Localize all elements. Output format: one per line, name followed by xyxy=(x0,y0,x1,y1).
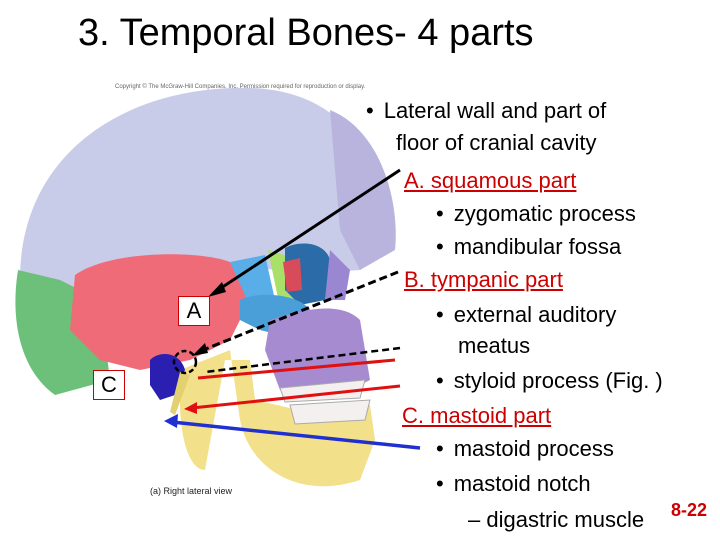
bullet-intro-text: Lateral wall and part of xyxy=(383,98,607,123)
arrow-to-squamous xyxy=(214,168,401,294)
arrow-to-styloid-red xyxy=(197,358,396,380)
heading-tympanic: B. tympanic part xyxy=(404,267,563,292)
arrow-to-mastoid-notch-head xyxy=(164,414,178,428)
label-a-squamous: A xyxy=(178,296,210,326)
lower-teeth xyxy=(289,399,371,425)
item-mandibular: mandibular fossa xyxy=(436,234,622,260)
heading-squamous: A. squamous part xyxy=(404,168,577,193)
heading-mastoid: C. mastoid part xyxy=(402,403,552,428)
item-mastoid-notch: mastoid notch xyxy=(436,471,591,497)
item-meatus: external auditory xyxy=(436,302,617,328)
item-mandibular-text: mandibular fossa xyxy=(453,234,622,259)
nasal-bone xyxy=(325,250,350,300)
meatus-marker xyxy=(172,349,198,375)
bullet-intro-cont: floor of cranial cavity xyxy=(396,130,597,155)
arrow-to-mastoid-notch xyxy=(171,420,421,450)
item-styloid: styloid process (Fig. ) xyxy=(436,368,663,394)
lacrimal-bone xyxy=(283,258,302,292)
bullet-intro: Lateral wall and part of xyxy=(366,98,607,124)
item-zygomatic-text: zygomatic process xyxy=(453,201,636,226)
arrow-to-mastoid-process xyxy=(191,384,401,410)
item-meatus-text: external auditory xyxy=(453,302,617,327)
arrow-to-meatus-head xyxy=(192,343,208,356)
item-meatus-cont: meatus xyxy=(458,333,531,358)
figure-caption: (a) Right lateral view xyxy=(150,486,233,496)
copyright-notice: Copyright © The McGraw-Hill Companies, I… xyxy=(115,84,366,90)
item-zygomatic: zygomatic process xyxy=(436,201,636,227)
frontal-bone xyxy=(330,110,396,270)
styloid-process xyxy=(170,372,190,415)
temporal-bone xyxy=(70,254,250,370)
item-styloid-text: styloid process (Fig. ) xyxy=(453,368,663,393)
item-mastoid-notch-text: mastoid notch xyxy=(453,471,591,496)
maxilla xyxy=(265,308,370,400)
page-number: 8-22 xyxy=(671,500,708,520)
mandible xyxy=(180,350,375,487)
arrow-to-squamous-head xyxy=(208,282,226,297)
label-c-mastoid: C xyxy=(93,370,125,400)
arrow-to-mastoid-process-head xyxy=(184,402,197,414)
item-mastoid-process: mastoid process xyxy=(436,436,614,462)
slide-title: 3. Temporal Bones- 4 parts xyxy=(78,12,534,54)
item-mastoid-process-text: mastoid process xyxy=(453,436,614,461)
item-digastric: – digastric muscle xyxy=(468,507,645,532)
